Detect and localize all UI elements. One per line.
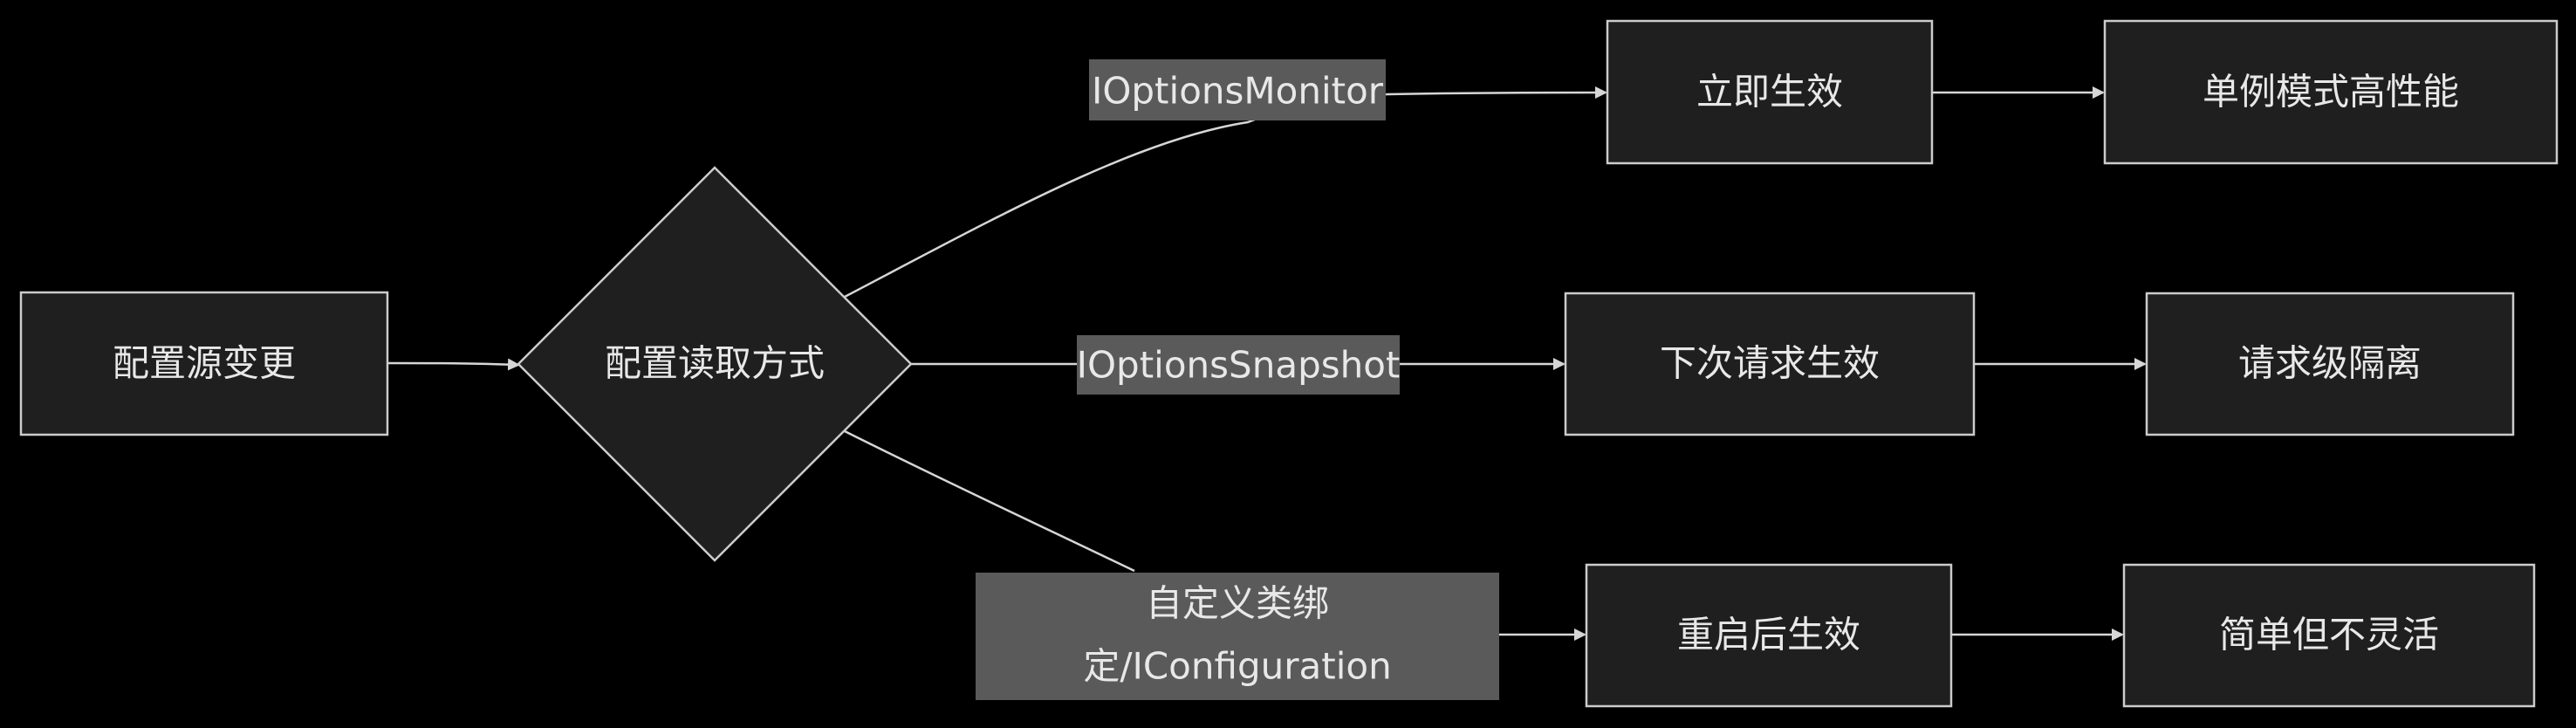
edge-change-to-decision (387, 358, 520, 371)
node-next-request: 下次请求生效 (1564, 292, 1976, 436)
svg-text:定/IConfiguration: 定/IConfiguration (1083, 645, 1391, 688)
svg-text:自定义类绑: 自定义类绑 (1146, 582, 1329, 625)
node-restart: 重启后生效 (1585, 563, 1953, 708)
svg-text:IOptionsMonitor: IOptionsMonitor (1092, 70, 1384, 113)
svg-text:简单但不灵活: 简单但不灵活 (2219, 614, 2439, 656)
node-singleton: 单例模式高性能 (2103, 19, 2559, 165)
node-read-method-decision: 配置读取方式 (517, 166, 913, 562)
svg-text:单例模式高性能: 单例模式高性能 (2203, 71, 2459, 113)
svg-text:配置源变更: 配置源变更 (113, 342, 296, 385)
edge-label-custom: 自定义类绑 定/IConfiguration (976, 573, 1499, 700)
node-request-isolation: 请求级隔离 (2145, 292, 2515, 436)
node-config-change: 配置源变更 (19, 291, 389, 436)
edge-decision-to-monitor (844, 86, 1607, 299)
svg-text:立即生效: 立即生效 (1696, 71, 1843, 113)
edge-label-monitor: IOptionsMonitor (1089, 59, 1386, 120)
node-simple: 简单但不灵活 (2122, 563, 2536, 708)
svg-text:下次请求生效: 下次请求生效 (1660, 342, 1880, 385)
edge-label-snapshot: IOptionsSnapshot (1077, 335, 1401, 395)
svg-text:请求级隔离: 请求级隔离 (2238, 342, 2422, 385)
svg-text:配置读取方式: 配置读取方式 (605, 342, 825, 385)
edge-decision-to-custom (844, 429, 1135, 573)
svg-text:IOptionsSnapshot: IOptionsSnapshot (1077, 344, 1401, 387)
node-immediate: 立即生效 (1606, 19, 1934, 165)
svg-text:重启后生效: 重启后生效 (1677, 614, 1860, 656)
